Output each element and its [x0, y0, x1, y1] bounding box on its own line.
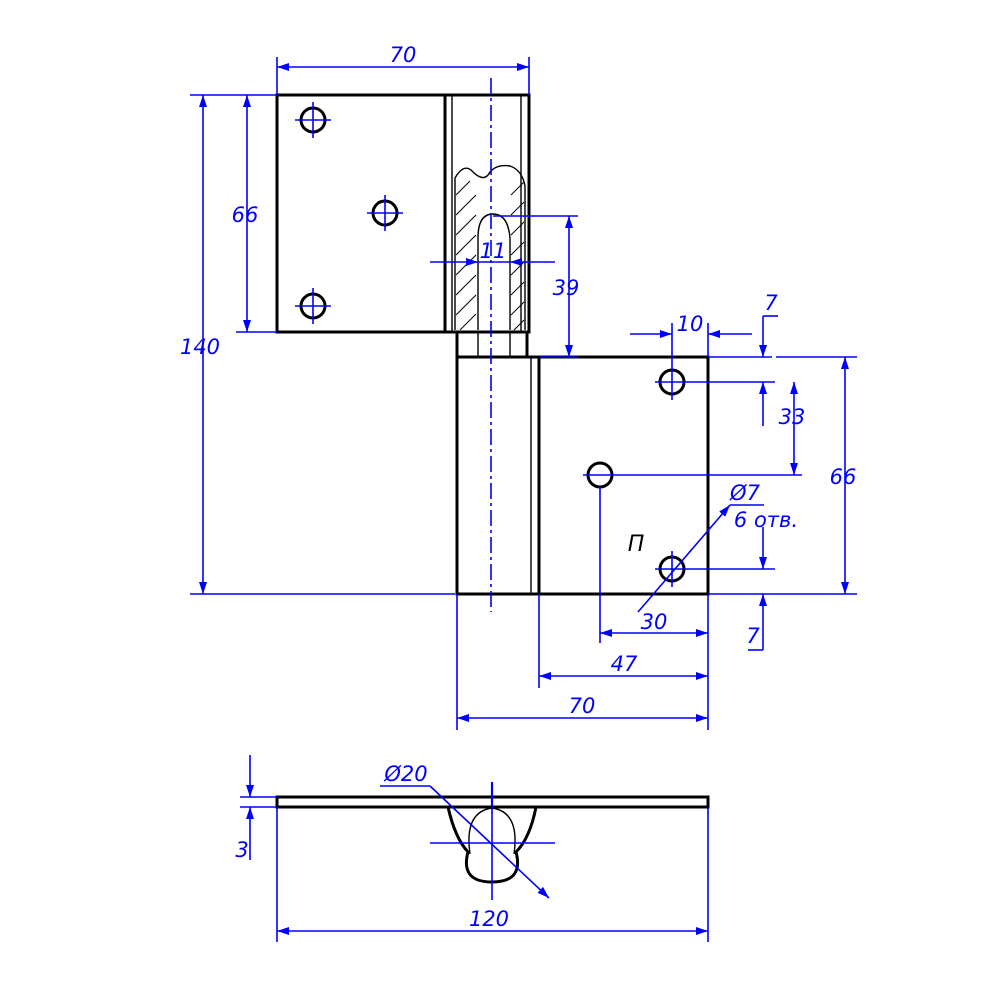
dim-pin-diameter: 11 — [430, 239, 555, 266]
dim-hole-spacing-label: 33 — [779, 405, 806, 429]
plan-view — [275, 782, 710, 900]
hole-bottom-3 — [655, 551, 689, 587]
dim-pin-length: 39 — [493, 215, 580, 358]
dim-hole-offset-30-label: 30 — [641, 610, 668, 634]
dim-bottom-width: 70 — [456, 594, 708, 730]
dim-thickness-label: 3 — [235, 838, 248, 862]
top-leaf — [275, 93, 531, 334]
dim-hole-offset-30: 30 — [599, 487, 709, 730]
hole-callout: Ø7 6 отв. — [637, 481, 798, 613]
dim-hole-offset-x: 10 — [630, 312, 752, 364]
dim-hole-offset-bottom: 7 — [689, 527, 775, 651]
hole-count-label: 6 отв. — [734, 508, 798, 532]
dim-overall-height: 140 — [180, 94, 455, 595]
dim-leaf-width-47: 47 — [538, 594, 708, 688]
top-knuckle — [443, 93, 531, 334]
hole-top-1 — [295, 102, 331, 138]
hole-bottom-2 — [583, 461, 617, 489]
dim-top-width-label: 70 — [390, 43, 417, 67]
dim-leaf-width-47-label: 47 — [611, 652, 638, 676]
top-leaf-plate — [275, 93, 447, 334]
dim-thickness: 3 — [235, 755, 277, 862]
view-label: П — [628, 532, 645, 557]
dim-hole-offset-bottom-label: 7 — [746, 624, 760, 648]
dim-pin-length-label: 39 — [553, 276, 580, 300]
dim-bottom-leaf-height: 66 — [708, 356, 857, 595]
dim-total-width: 120 — [276, 807, 709, 942]
dim-top-leaf-height-label: 66 — [232, 203, 259, 227]
pin — [455, 332, 529, 357]
dim-knuckle-diameter-label: Ø20 — [383, 762, 427, 786]
dim-hole-offset-x-label: 10 — [677, 312, 704, 336]
dim-hole-offset-top: 7 — [689, 291, 778, 426]
bottom-knuckle — [455, 355, 541, 596]
dim-hole-spacing: 33 — [617, 382, 806, 476]
dim-bottom-width-label: 70 — [569, 694, 596, 718]
dim-overall-height-label: 140 — [180, 335, 220, 359]
hole-diameter-label: Ø7 — [729, 481, 761, 505]
dim-knuckle-diameter: Ø20 — [380, 762, 550, 899]
hole-top-2 — [367, 195, 403, 231]
dim-hole-offset-top-label: 7 — [764, 291, 778, 315]
dim-top-width: 70 — [276, 43, 530, 95]
hole-top-3 — [295, 288, 331, 324]
dim-top-leaf-height: 66 — [232, 95, 277, 333]
dim-total-width-label: 120 — [469, 907, 509, 931]
dim-pin-diameter-label: 11 — [480, 239, 507, 263]
hole-bottom-1 — [655, 364, 689, 400]
dim-bottom-leaf-height-label: 66 — [830, 465, 857, 489]
